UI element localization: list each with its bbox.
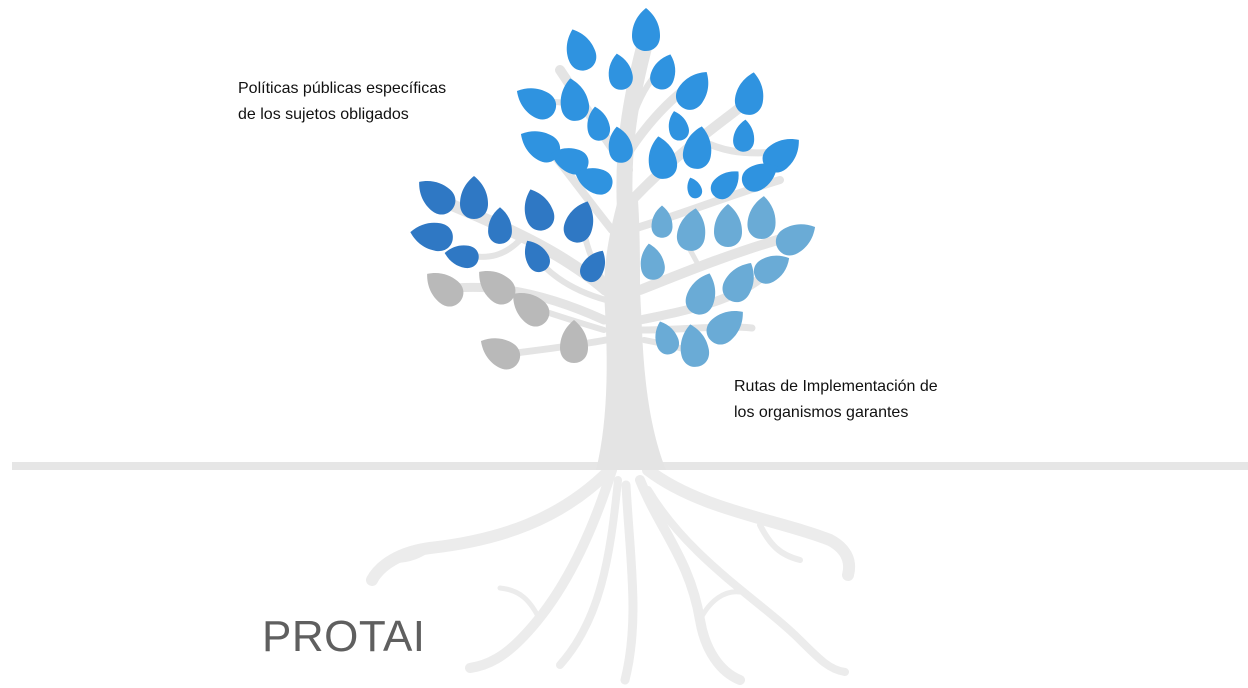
leaf [608, 126, 633, 163]
leaf [587, 106, 611, 141]
leaf [563, 201, 594, 243]
leaf [651, 205, 673, 238]
leaf [710, 171, 739, 200]
leaf [410, 222, 453, 252]
leaf [524, 240, 550, 273]
label-implementation-routes-line-2: los organismos garantes [734, 404, 909, 421]
label-implementation-routes: Rutas de Implementación de los organismo… [734, 374, 938, 426]
leaf [608, 53, 633, 90]
leaf [560, 78, 590, 121]
leaf [722, 262, 754, 303]
leaf-group-light-blue [640, 196, 816, 367]
leaf [706, 311, 743, 345]
leaf [741, 163, 778, 192]
leaf [680, 324, 710, 367]
leaf [682, 126, 712, 169]
leaf-group-gray [427, 271, 588, 370]
leaf [640, 243, 665, 280]
leaf [520, 131, 561, 163]
roots [366, 464, 855, 685]
leaf [687, 177, 703, 199]
leaf [733, 119, 755, 152]
leaf [685, 273, 716, 315]
leaf [480, 338, 521, 370]
leaf [632, 8, 660, 51]
leaf [460, 176, 488, 219]
leaf [753, 255, 790, 284]
leaf [648, 136, 678, 179]
label-public-policies-line-1: Políticas públicas específicas [238, 80, 447, 97]
brand-wordmark: PROTAI [262, 612, 426, 661]
label-public-policies-line-2: de los sujetos obligados [238, 106, 409, 123]
leaf [775, 224, 816, 256]
leaf [580, 250, 606, 283]
leaf [676, 71, 709, 110]
leaf [419, 181, 456, 215]
leaf [551, 148, 589, 175]
leaf [566, 29, 597, 71]
leaf [747, 196, 776, 239]
leaf [524, 189, 555, 231]
leaf [513, 293, 550, 327]
leaf [427, 273, 464, 307]
leaf [516, 88, 557, 120]
leaf [676, 208, 706, 251]
trunk [596, 200, 666, 470]
label-public-policies: Políticas públicas específicas de los su… [238, 76, 446, 128]
leaf [650, 54, 676, 90]
leaf [444, 245, 479, 269]
leaf [734, 72, 764, 115]
leaf [488, 207, 512, 244]
leaf [714, 204, 742, 247]
leaf [479, 271, 516, 305]
leaf [575, 168, 613, 195]
leaves [410, 8, 816, 370]
leaf [668, 111, 689, 141]
leaf [655, 321, 680, 355]
leaf-group-bright-blue [516, 8, 799, 200]
leaf [762, 139, 799, 173]
label-implementation-routes-line-1: Rutas de Implementación de [734, 378, 938, 395]
leaf [560, 320, 588, 363]
leaf-group-dark-blue [410, 176, 606, 283]
